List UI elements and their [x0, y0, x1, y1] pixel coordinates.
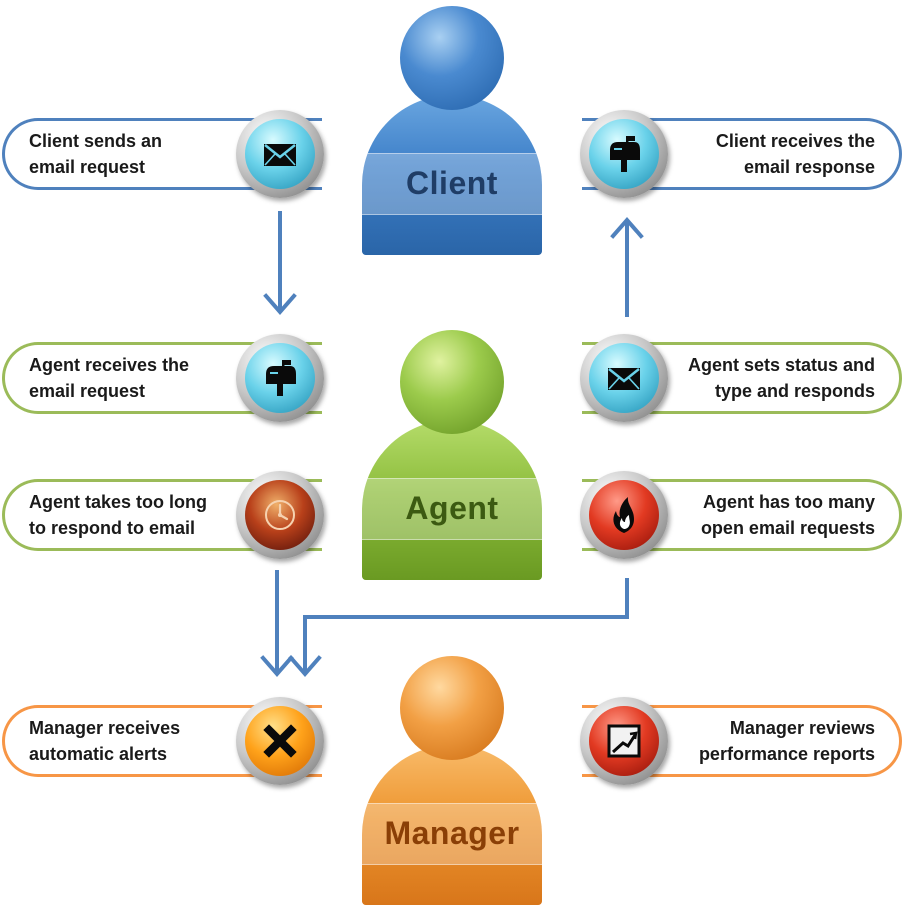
step-line: Agent has too many [702, 492, 875, 512]
step-line: email request [29, 381, 146, 401]
step-line: open email requests [700, 518, 875, 538]
arrowhead-overloaded-to-manager [288, 655, 322, 678]
mailbox-icon [580, 110, 668, 198]
flame-icon [580, 471, 668, 559]
step-line: email response [743, 157, 875, 177]
agent-head [400, 330, 504, 434]
manager-head [400, 656, 504, 760]
envelope-icon [236, 110, 324, 198]
client-label: Client [406, 165, 498, 201]
step-line: Manager reviews [729, 718, 875, 738]
agent-body: Agent [362, 420, 542, 580]
mailbox-icon [236, 334, 324, 422]
step-line: Agent takes too long [29, 492, 208, 512]
agent-label: Agent [405, 490, 499, 526]
arrowhead-agent-to-client [610, 216, 644, 239]
client-body: Client [362, 95, 542, 255]
step-line: performance reports [698, 744, 875, 764]
client-head [400, 6, 504, 110]
manager-body: Manager [362, 745, 542, 905]
step-line: Client receives the [715, 131, 875, 151]
chart-icon [580, 697, 668, 785]
step-line: email request [29, 157, 146, 177]
arrowhead-client-to-agent [263, 293, 297, 316]
manager-label: Manager [384, 815, 520, 851]
step-line: to respond to email [29, 518, 196, 538]
step-line: automatic alerts [29, 744, 168, 764]
arrowhead-slow-to-manager [260, 655, 294, 678]
step-line: type and responds [714, 381, 875, 401]
step-line: Agent sets status and [687, 355, 875, 375]
x-icon [236, 697, 324, 785]
envelope-icon [580, 334, 668, 422]
clock-icon [236, 471, 324, 559]
step-line: Agent receives the [29, 355, 190, 375]
step-line: Manager receives [29, 718, 181, 738]
step-line: Client sends an [29, 131, 163, 151]
arrow-overloaded-to-manager [303, 578, 629, 674]
